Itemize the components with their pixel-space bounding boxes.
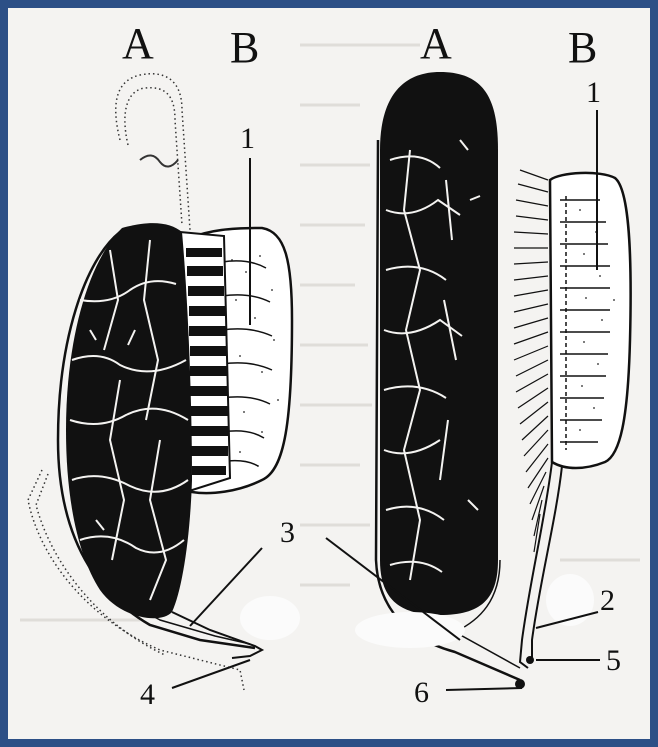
callout-3: 3: [280, 516, 295, 549]
right-a-mass: [380, 72, 498, 615]
callout-1-left: 1: [240, 122, 255, 155]
callout-5: 5: [606, 644, 621, 677]
left-dotted-wave: [140, 155, 178, 166]
diagram-frame: A B A B 1 1 2 3 4 5 6: [8, 8, 650, 739]
callout-4: 4: [140, 678, 155, 711]
label-right-b: B: [568, 23, 597, 72]
callout-2: 2: [600, 584, 615, 617]
anatomical-drawing: A B A B 1 1 2 3 4 5 6: [8, 8, 650, 739]
right-stalk-end-5: [526, 656, 534, 664]
left-dotted-top-outline: [116, 74, 190, 230]
right-b-outline: [550, 173, 631, 468]
label-left-b: B: [230, 23, 259, 72]
label-left-a: A: [122, 19, 154, 68]
leader-4: [172, 660, 250, 688]
callout-6: 6: [414, 676, 429, 709]
left-figure: [28, 74, 292, 690]
right-hair-fringe: [514, 170, 548, 552]
leader-6: [446, 688, 522, 690]
callout-1-right: 1: [586, 76, 601, 109]
label-right-a: A: [420, 19, 452, 68]
